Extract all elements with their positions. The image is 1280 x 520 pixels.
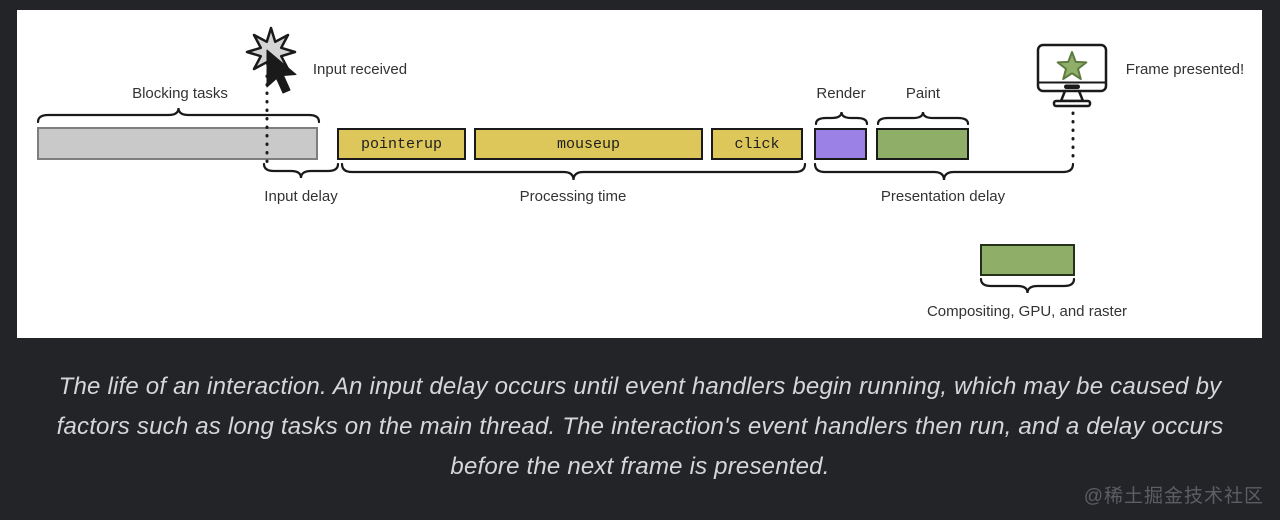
diagram-panel: Blocking tasks Input received pointerup … (17, 10, 1262, 338)
render-bar (814, 128, 867, 160)
caption-line-3: before the next frame is presented. (450, 453, 830, 480)
frame-presented-label: Frame presented! (1125, 61, 1245, 78)
processing-time-brace (340, 162, 807, 181)
event-label: pointerup (360, 135, 442, 153)
input-received-label: Input received (312, 61, 408, 78)
processing-time-label: Processing time (519, 188, 627, 205)
presentation-delay-brace (813, 162, 1075, 181)
event-box-pointerup: pointerup (337, 128, 466, 160)
blocking-tasks-brace (36, 107, 321, 124)
compositing-brace (979, 277, 1076, 294)
event-label: click (734, 135, 780, 153)
figure-caption: The life of an interaction. An input del… (0, 367, 1280, 487)
event-label: mouseup (556, 135, 620, 153)
compositing-bar (980, 244, 1075, 276)
blocking-tasks-label: Blocking tasks (132, 85, 228, 102)
presentation-delay-label: Presentation delay (880, 188, 1006, 205)
input-delay-brace (262, 162, 340, 179)
caption-line-1: The life of an interaction. An input del… (58, 373, 1222, 400)
cursor-icon (266, 49, 297, 94)
paint-brace (876, 111, 970, 126)
event-box-click: click (711, 128, 803, 160)
star-icon (1056, 51, 1088, 81)
paint-bar (876, 128, 969, 160)
blocking-tasks-bar (37, 127, 318, 160)
render-brace (814, 111, 869, 126)
caption-line-2: factors such as long tasks on the main t… (56, 413, 1224, 440)
monitor-icon (1036, 43, 1108, 108)
frame-dotted-connector (1071, 111, 1075, 165)
render-label: Render (816, 85, 866, 102)
watermark: @稀土掘金技术社区 (1083, 486, 1264, 507)
compositing-label: Compositing, GPU, and raster (926, 303, 1128, 320)
paint-label: Paint (905, 85, 941, 102)
input-delay-label: Input delay (264, 188, 338, 205)
event-box-mouseup: mouseup (474, 128, 703, 160)
input-dotted-connector (265, 74, 269, 164)
